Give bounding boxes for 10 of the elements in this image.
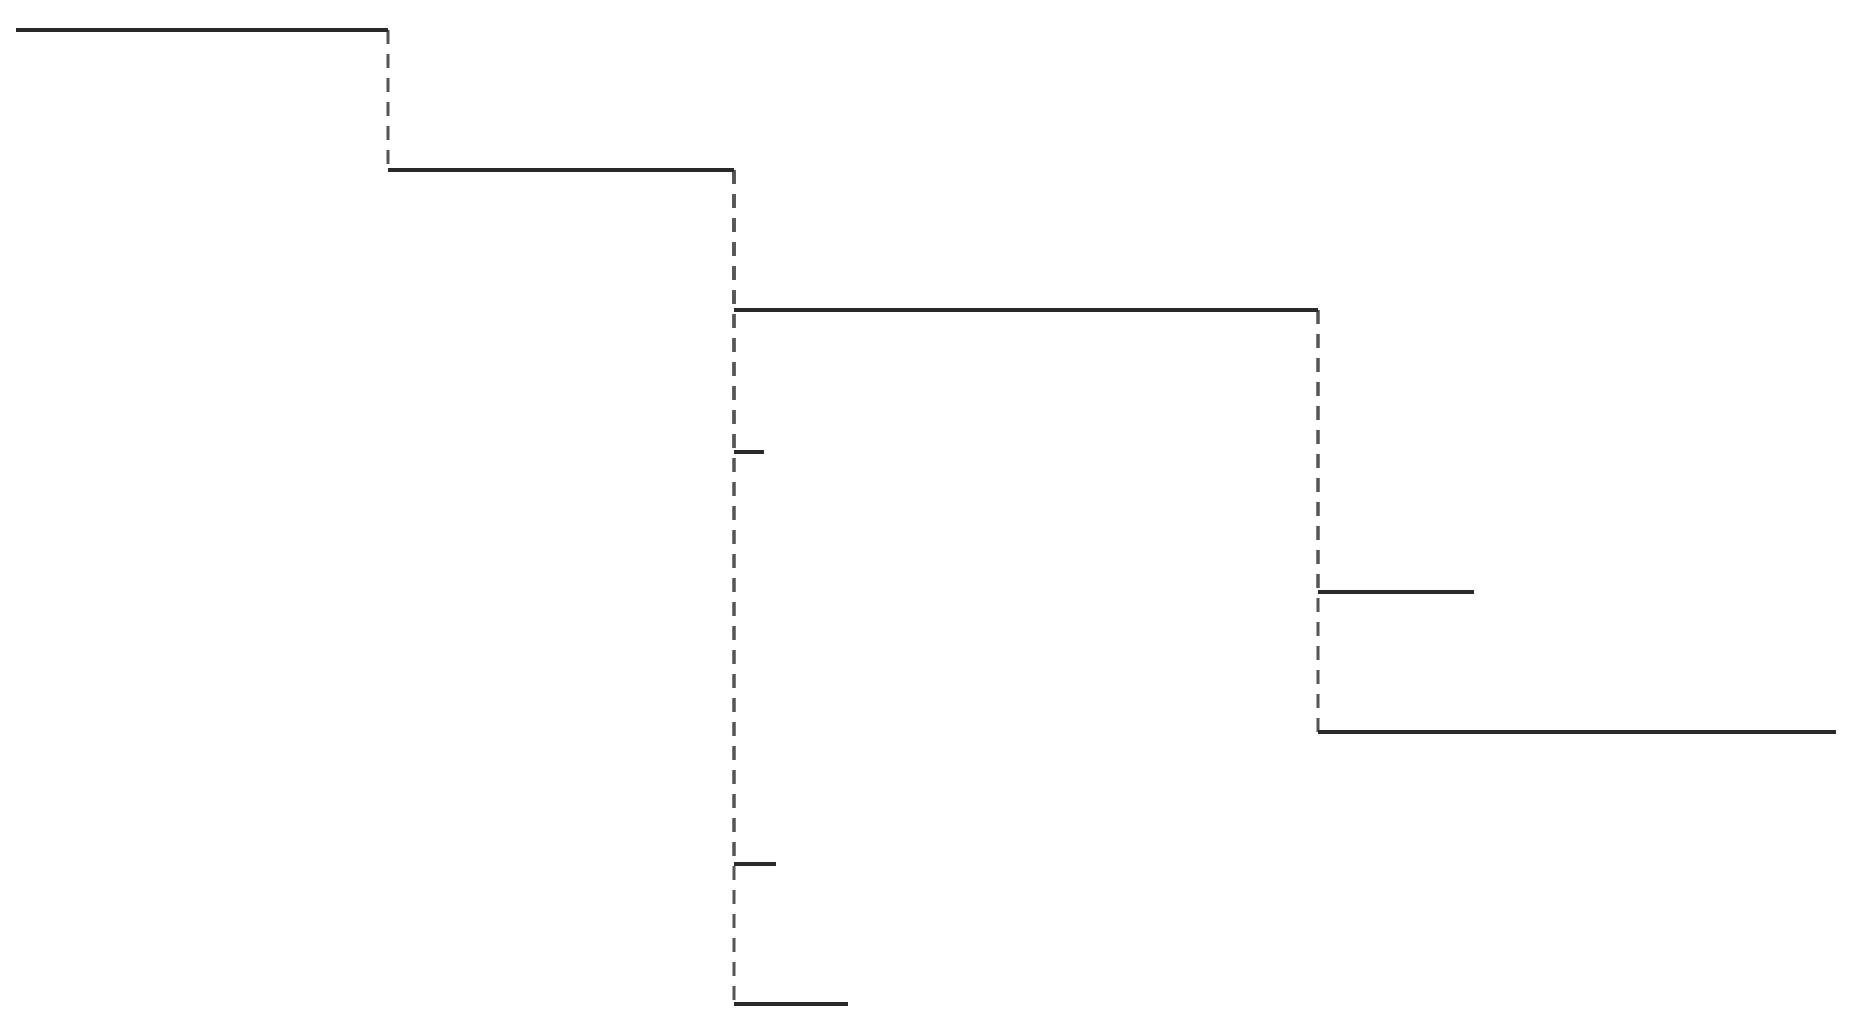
branch-line <box>1318 730 1836 734</box>
dashed-connector <box>732 170 736 1006</box>
branch-line <box>16 28 388 32</box>
branch-line <box>734 1002 848 1006</box>
branch-line <box>734 308 1318 312</box>
branch-line <box>388 168 734 172</box>
branch-line <box>734 450 764 454</box>
branch-line <box>1318 590 1474 594</box>
branch-line <box>734 862 776 866</box>
dashed-connector <box>1316 310 1320 734</box>
